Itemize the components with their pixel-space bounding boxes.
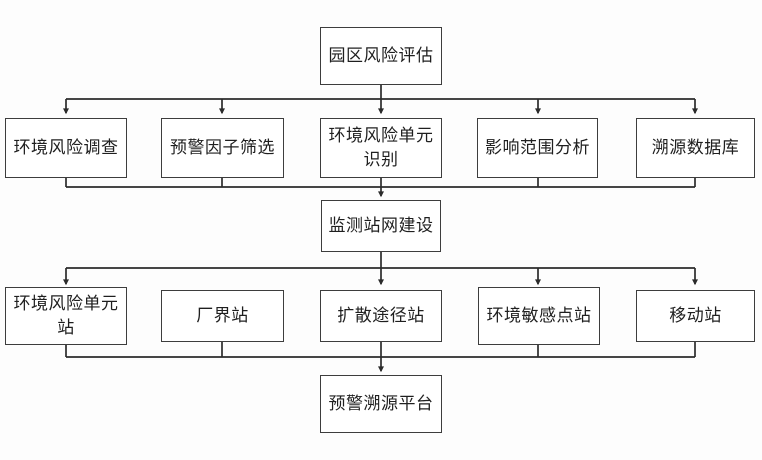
- edge-group-assessment-fanout: [63, 85, 699, 115]
- node-monitoring-station-network-construction[interactable]: 监测站网建设: [321, 200, 441, 252]
- node-environmental-risk-survey[interactable]: 环境风险调查: [5, 118, 127, 178]
- node-label-environmental-risk-survey: 环境风险调查: [13, 137, 119, 158]
- edge-group-network-fanout: [63, 252, 699, 286]
- node-traceability-database[interactable]: 溯源数据库: [636, 118, 755, 178]
- node-label-early-warning-factor-screening: 预警因子筛选: [170, 137, 275, 158]
- node-early-warning-traceability-platform[interactable]: 预警溯源平台: [320, 375, 442, 433]
- node-environmental-risk-unit-identification[interactable]: 环境风险单元识别: [320, 118, 442, 178]
- node-early-warning-factor-screening[interactable]: 预警因子筛选: [161, 118, 284, 178]
- edge-group-tasks-fanin: [65, 178, 696, 198]
- node-label-plant-boundary-station: 厂界站: [196, 305, 249, 326]
- node-label-early-warning-traceability-platform: 预警溯源平台: [328, 393, 434, 414]
- node-plant-boundary-station[interactable]: 厂界站: [161, 290, 284, 342]
- node-label-environmental-risk-unit-identification: 环境风险单元识别: [328, 125, 434, 170]
- node-mobile-station[interactable]: 移动站: [636, 290, 755, 342]
- node-park-risk-assessment[interactable]: 园区风险评估: [320, 27, 442, 85]
- node-label-mobile-station: 移动站: [669, 305, 722, 326]
- node-diffusion-pathway-station[interactable]: 扩散途径站: [320, 290, 442, 342]
- node-label-diffusion-pathway-station: 扩散途径站: [337, 305, 425, 326]
- node-environmental-sensitive-point-station[interactable]: 环境敏感点站: [478, 287, 600, 345]
- node-impact-range-analysis[interactable]: 影响范围分析: [477, 118, 598, 178]
- node-label-environmental-risk-unit-station: 环境风险单元站: [13, 293, 119, 338]
- node-label-monitoring-station-network-construction: 监测站网建设: [328, 215, 434, 236]
- node-label-impact-range-analysis: 影响范围分析: [485, 137, 590, 158]
- node-label-environmental-sensitive-point-station: 环境敏感点站: [486, 305, 592, 326]
- edge-group-stations-fanin: [65, 342, 696, 373]
- node-environmental-risk-unit-station[interactable]: 环境风险单元站: [5, 287, 127, 345]
- node-label-traceability-database: 溯源数据库: [651, 137, 740, 158]
- node-label-park-risk-assessment: 园区风险评估: [328, 45, 434, 66]
